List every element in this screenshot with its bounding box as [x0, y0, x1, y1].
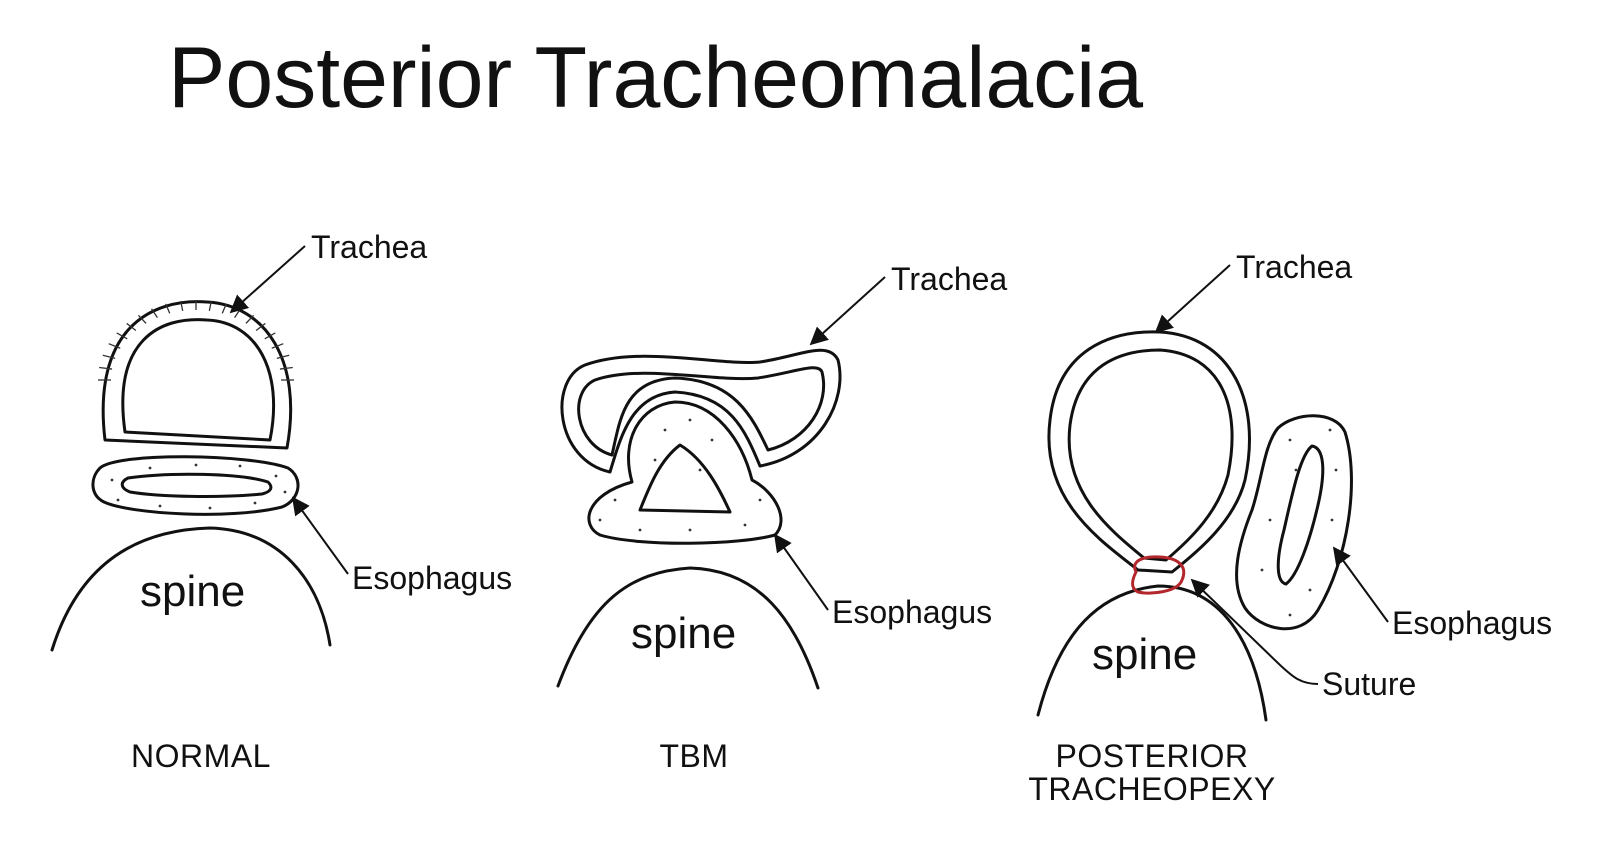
- tbm-esophagus-label: Esophagus: [832, 594, 992, 630]
- stipple-dot: [1288, 613, 1292, 617]
- trachea-ring-tick: [264, 332, 276, 340]
- stipple-dot: [653, 458, 657, 462]
- stipple-dot: [1288, 438, 1292, 442]
- diagram-title: Posterior Tracheomalacia: [168, 30, 1143, 126]
- stipple-dot: [743, 523, 747, 527]
- pexy-trachea: [1047, 330, 1251, 574]
- trachea-ring-tick: [126, 322, 137, 332]
- stipple-dot: [1260, 568, 1264, 572]
- panel-normal: spine Trachea Esophagus NORMAL: [50, 229, 512, 774]
- stipple-dot: [688, 418, 692, 422]
- pexy-esophagus-label: Esophagus: [1392, 605, 1552, 641]
- trachea-ring-tick: [271, 343, 284, 349]
- pexy-trachea-arrow: [1154, 264, 1231, 334]
- stipple-dot: [1334, 468, 1338, 472]
- normal-esophagus-arrow: [291, 496, 349, 575]
- trachea-ring-tick: [279, 366, 293, 370]
- tbm-spine: [556, 566, 820, 690]
- stipple-dot: [598, 518, 602, 522]
- stipple-dot: [1330, 518, 1334, 522]
- stipple-dot: [283, 490, 287, 494]
- panel-posterior-tracheopexy: spine Trachea Esophagus Suture POSTERIOR…: [1028, 249, 1552, 807]
- pexy-dots-stipple: [1260, 428, 1338, 617]
- trachea-ring-tick: [99, 366, 113, 370]
- stipple-dot: [688, 528, 692, 532]
- pexy-spine-label: spine: [1092, 630, 1197, 679]
- tbm-esophagus: [587, 400, 783, 545]
- trachea-ring-tick: [108, 343, 121, 349]
- normal-esophagus-label: Esophagus: [352, 560, 512, 596]
- stipple-dot: [710, 438, 714, 442]
- panel-tbm: spine Trachea Esophagus TBM: [556, 261, 1007, 774]
- stipple-dot: [238, 464, 242, 468]
- normal-caption: NORMAL: [131, 738, 271, 774]
- pexy-caption-line1: POSTERIOR: [1056, 738, 1249, 774]
- trachea-ring-tick: [245, 314, 255, 324]
- stipple-dot: [1308, 588, 1312, 592]
- trachea-ring-tick: [116, 332, 128, 340]
- stipple-dot: [253, 501, 257, 505]
- stipple-dot: [613, 498, 617, 502]
- trachea-ring-tick: [137, 314, 147, 324]
- suture-label: Suture: [1322, 666, 1416, 702]
- suture-loop: [1131, 555, 1186, 595]
- normal-spine: [50, 526, 332, 652]
- trachea-ring-tick: [102, 354, 116, 359]
- normal-dots-stipple: [110, 463, 287, 510]
- trachea-ring-tick: [276, 354, 290, 359]
- normal-trachea-arrow: [229, 245, 306, 314]
- trachea-ring-tick: [208, 300, 212, 311]
- tbm-dots-stipple: [598, 418, 762, 532]
- stipple-dot: [158, 504, 162, 508]
- tbm-caption: TBM: [659, 738, 728, 774]
- stipple-dot: [1328, 428, 1332, 432]
- trachea-ring-tick: [180, 300, 184, 311]
- stipple-dot: [208, 506, 212, 510]
- trachea-ring-tick: [150, 308, 158, 318]
- normal-trachea: [98, 300, 294, 450]
- suture-arrow: [1190, 578, 1319, 685]
- pexy-esophagus: [1235, 414, 1353, 631]
- stipple-dot: [1268, 518, 1272, 522]
- tbm-trachea: [560, 348, 842, 474]
- trachea-ring-tick: [221, 303, 227, 314]
- tbm-trachea-label: Trachea: [891, 261, 1007, 297]
- tbm-esophagus-arrow: [773, 533, 829, 611]
- trachea-ring-tick: [165, 303, 171, 314]
- pexy-spine: [1036, 584, 1268, 722]
- tbm-spine-label: spine: [631, 609, 736, 658]
- stipple-dot: [116, 498, 120, 502]
- pexy-caption-line2: TRACHEOPEXY: [1028, 771, 1275, 807]
- stipple-dot: [110, 478, 114, 482]
- normal-esophagus: [91, 455, 300, 516]
- trachea-ring-tick: [255, 322, 266, 332]
- normal-trachea-label: Trachea: [311, 229, 427, 265]
- stipple-dot: [274, 474, 278, 478]
- tbm-trachea-arrow: [809, 276, 886, 346]
- stipple-dot: [663, 428, 667, 432]
- pexy-trachea-label: Trachea: [1236, 249, 1352, 285]
- stipple-dot: [194, 463, 198, 467]
- normal-spine-label: spine: [140, 567, 245, 616]
- stipple-dot: [698, 468, 702, 472]
- stipple-dot: [1294, 468, 1298, 472]
- stipple-dot: [758, 498, 762, 502]
- stipple-dot: [638, 528, 642, 532]
- pexy-esophagus-arrow: [1332, 546, 1389, 623]
- stipple-dot: [148, 466, 152, 470]
